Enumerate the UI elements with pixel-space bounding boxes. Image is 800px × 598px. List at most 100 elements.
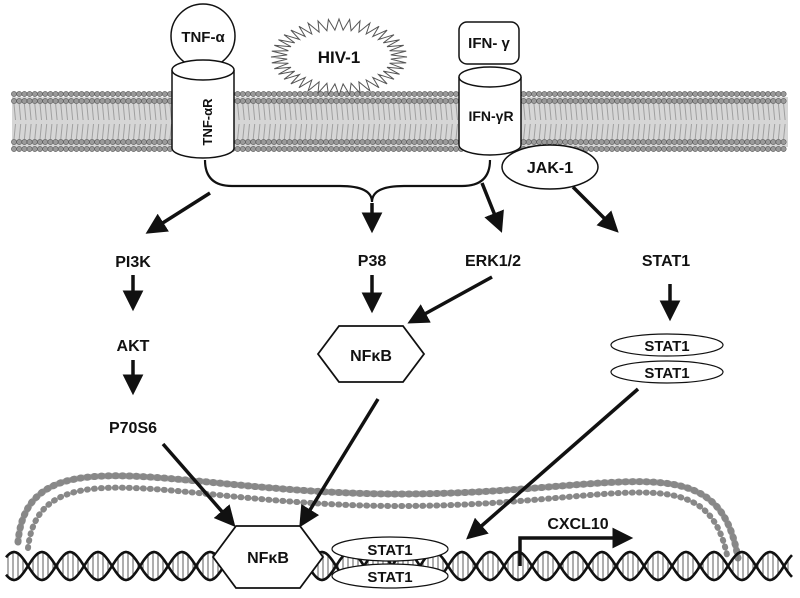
lipid-tail bbox=[346, 103, 349, 121]
lipid-head bbox=[395, 146, 402, 152]
lipid-head bbox=[291, 98, 298, 104]
lipid-tail bbox=[439, 103, 443, 121]
lipid-head bbox=[234, 146, 241, 152]
lipid-tail bbox=[382, 103, 386, 121]
lipid-head bbox=[156, 98, 163, 104]
lipid-tail bbox=[23, 103, 27, 121]
arrow-nfkb-to-nucleus bbox=[299, 398, 380, 528]
lipid-head bbox=[271, 139, 277, 145]
nuclear-stat1-bottom-label: STAT1 bbox=[367, 569, 412, 586]
lipid-head bbox=[728, 91, 735, 97]
lipid-tail bbox=[543, 123, 547, 140]
lipid-head bbox=[520, 98, 527, 104]
lipid-head bbox=[697, 91, 704, 97]
lipid-tail bbox=[361, 103, 365, 121]
lipid-head bbox=[645, 98, 652, 104]
lipid-head bbox=[37, 139, 43, 145]
lipid-head bbox=[562, 139, 569, 145]
lipid-head bbox=[146, 91, 153, 97]
lipid-head bbox=[63, 91, 69, 97]
lipid-tail bbox=[580, 123, 583, 140]
lipid-tail bbox=[746, 103, 750, 121]
lipid-tail bbox=[330, 123, 334, 140]
p38-label: P38 bbox=[358, 253, 387, 270]
lipid-head bbox=[276, 91, 283, 97]
lipid-head bbox=[572, 91, 579, 97]
lipid-head bbox=[588, 146, 595, 152]
lipid-head bbox=[115, 139, 121, 145]
lipid-tail bbox=[705, 123, 708, 140]
lipid-head bbox=[661, 91, 667, 97]
lipid-head bbox=[276, 139, 283, 145]
lipid-head bbox=[239, 146, 246, 152]
lipid-head bbox=[697, 98, 704, 104]
lipid-head bbox=[759, 91, 766, 97]
lipid-head bbox=[749, 139, 756, 145]
lipid-tail bbox=[663, 123, 666, 140]
lipid-head bbox=[120, 98, 127, 104]
lipid-head bbox=[68, 91, 75, 97]
lipid-head bbox=[125, 91, 132, 97]
nfkb-nucleus: NFκB bbox=[211, 525, 325, 589]
lipid-head bbox=[271, 91, 277, 97]
lipid-head bbox=[47, 91, 54, 97]
lipid-head bbox=[650, 146, 657, 152]
lipid-tail bbox=[445, 123, 448, 140]
lipid-tail bbox=[247, 123, 250, 140]
jak-1: JAK-1 bbox=[501, 144, 599, 190]
lipid-tail bbox=[616, 123, 620, 140]
lipid-tail bbox=[731, 103, 734, 121]
lipid-head bbox=[73, 98, 80, 104]
lipid-tail bbox=[49, 103, 53, 121]
lipid-head bbox=[297, 146, 303, 152]
lipid-tail bbox=[585, 123, 588, 140]
lipid-tail bbox=[653, 103, 656, 121]
convergence-brace bbox=[203, 159, 492, 203]
ifn-gamma-ligand: IFN- γ bbox=[458, 21, 520, 65]
lipid-head bbox=[42, 146, 49, 152]
lipid-head bbox=[354, 139, 361, 145]
lipid-head bbox=[411, 139, 418, 145]
lipid-tail bbox=[122, 103, 126, 121]
lipid-head bbox=[707, 91, 714, 97]
lipid-head bbox=[655, 146, 662, 152]
lipid-tail bbox=[679, 123, 682, 140]
ifn-receptor-body bbox=[458, 77, 522, 156]
lipid-head bbox=[718, 146, 725, 152]
lipid-head bbox=[723, 98, 730, 104]
lipid-head bbox=[135, 98, 142, 104]
lipid-tail bbox=[450, 123, 453, 140]
lipid-head bbox=[562, 98, 569, 104]
lipid-head bbox=[338, 146, 345, 152]
lipid-tail bbox=[273, 123, 276, 140]
lipid-head bbox=[250, 139, 257, 145]
lipid-head bbox=[161, 146, 168, 152]
tnf-alpha-ligand: TNF-α bbox=[170, 3, 236, 69]
lipid-head bbox=[697, 139, 704, 145]
lipid-head bbox=[89, 91, 95, 97]
lipid-head bbox=[557, 98, 563, 104]
lipid-head bbox=[120, 91, 127, 97]
lipid-head bbox=[614, 139, 621, 145]
nfkb-cytoplasm: NFκB bbox=[316, 325, 426, 383]
lipid-head bbox=[427, 139, 433, 145]
lipid-tail bbox=[387, 103, 391, 121]
lipid-head bbox=[567, 91, 574, 97]
lipid-head bbox=[671, 98, 678, 104]
lipid-tail bbox=[637, 123, 640, 140]
lipid-head bbox=[603, 98, 610, 104]
lipid-head bbox=[676, 91, 683, 97]
lipid-tail bbox=[96, 123, 100, 140]
lipid-tail bbox=[117, 123, 120, 140]
lipid-head bbox=[21, 91, 28, 97]
lipid-head bbox=[271, 146, 277, 152]
lipid-head bbox=[713, 139, 719, 145]
lipid-tail bbox=[424, 123, 427, 140]
lipid-tail bbox=[434, 123, 438, 140]
lipid-head bbox=[245, 146, 251, 152]
lipid-tail bbox=[309, 103, 313, 121]
lipid-tail bbox=[621, 103, 625, 121]
lipid-head bbox=[447, 98, 454, 104]
lipid-head bbox=[11, 139, 17, 145]
lipid-head bbox=[130, 91, 137, 97]
